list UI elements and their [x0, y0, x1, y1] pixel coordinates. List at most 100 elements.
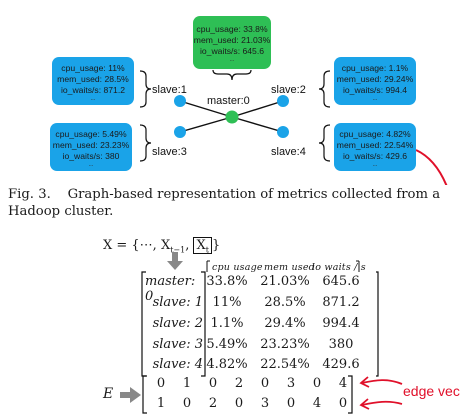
col-header-io: io waits / s — [312, 262, 366, 273]
cell: 28.5% — [264, 295, 306, 310]
slave1-cpu: cpu_usage: 11% — [61, 63, 125, 73]
slave3-ellipsis: ... — [88, 162, 94, 168]
master-metrics-box: cpu_usage: 33.8% mem_used: 21.03% io_wai… — [193, 16, 271, 69]
red-annotation-arrows — [359, 376, 403, 410]
col-header-mem: mem used — [264, 262, 315, 273]
edge-cell: 0 — [286, 396, 296, 411]
edge-cell: 0 — [182, 396, 192, 411]
row-label-slave2: slave: 2 — [152, 316, 203, 331]
slave4-mem: mem_used: 22.54% — [336, 140, 414, 150]
edge-cell: 0 — [312, 376, 322, 391]
edge-matrix-row-1: 0 1 0 2 0 3 0 4 — [150, 376, 360, 394]
edge-master-slave2 — [231, 100, 284, 118]
cell: 11% — [212, 295, 242, 310]
master-label: master:0 — [207, 95, 250, 107]
slave1-label: slave:1 — [152, 84, 187, 96]
equation-x-mid: , — [185, 238, 194, 253]
slave2-metrics-box: cpu_usage: 1.1% mem_used: 29.24% io_wait… — [334, 57, 416, 105]
matrix-row: slave: 1 11% 28.5% 871.2 — [145, 295, 385, 315]
equation-x-boxed: Xt — [193, 237, 212, 255]
brace-slave4 — [318, 124, 331, 162]
col-header-bracket — [206, 260, 360, 272]
edge-master-slave4 — [231, 116, 284, 133]
edge-master-slave1 — [179, 100, 233, 118]
edge-matrix-symbol: E — [103, 386, 114, 402]
slave4-io: io_waits/s: 429.6 — [342, 151, 407, 161]
cell: 33.8% — [206, 274, 248, 289]
matrix-row: master: 0 33.8% 21.03% 645.6 — [145, 274, 385, 304]
matrix-row: slave: 4 4.82% 22.54% 429.6 — [145, 357, 385, 377]
cell: 21.03% — [260, 274, 310, 289]
slave2-ellipsis: ... — [372, 96, 378, 102]
edge-cell: 0 — [156, 376, 166, 391]
brace-slave2 — [318, 70, 331, 108]
equation-x-lhs: X = {⋯, X — [103, 238, 171, 253]
row-label-slave4: slave: 4 — [152, 357, 203, 372]
master-io: io_waits/s: 645.6 — [199, 46, 264, 56]
figure-caption: Fig. 3. Graph-based representation of me… — [8, 186, 470, 220]
edge-cell: 3 — [286, 376, 296, 391]
edge-cell: 2 — [234, 376, 244, 391]
master-cpu: cpu_usage: 33.8% — [196, 24, 268, 34]
row-label-slave3: slave: 3 — [152, 337, 203, 352]
slave4-ellipsis: ... — [372, 162, 378, 168]
edge-matrix-brackets — [142, 375, 353, 414]
caption-prefix: Fig. 3. — [8, 187, 51, 202]
edge-cell: 2 — [208, 396, 218, 411]
edge-cell: 0 — [234, 396, 244, 411]
slave1-metrics-box: cpu_usage: 11% mem_used: 28.5% io_waits/… — [52, 57, 134, 105]
cell: 871.2 — [322, 295, 360, 310]
cell: 5.49% — [206, 337, 248, 352]
edge-master-slave3 — [179, 116, 233, 133]
row-label-master: master: 0 — [145, 274, 196, 304]
graph-edges — [139, 69, 448, 185]
edge-cell: 1 — [156, 396, 166, 411]
brace-slave1 — [139, 70, 152, 108]
cell: 429.6 — [322, 357, 360, 372]
slave1-node — [174, 95, 186, 107]
slave4-cpu: cpu_usage: 4.82% — [339, 129, 411, 139]
slave3-node — [174, 126, 186, 138]
slave2-cpu: cpu_usage: 1.1% — [341, 63, 409, 73]
cell: 22.54% — [260, 357, 310, 372]
slave4-label: slave:4 — [271, 146, 306, 158]
col-header-cpu: cpu usage — [212, 262, 263, 273]
edge-cell: 3 — [260, 396, 270, 411]
caption-text: Graph-based representation of metrics co… — [8, 187, 441, 219]
row-label-slave1: slave: 1 — [152, 295, 203, 310]
equation-x-sub1: t−1 — [170, 245, 186, 255]
matrix-row: slave: 3 5.49% 23.23% 380 — [145, 337, 385, 357]
slave2-node — [277, 95, 289, 107]
cell: 29.4% — [264, 316, 306, 331]
slave3-label: slave:3 — [152, 146, 187, 158]
cell: 994.4 — [322, 316, 360, 331]
master-ellipsis: ... — [229, 57, 235, 63]
cell: 4.82% — [206, 357, 248, 372]
cell: 380 — [328, 337, 354, 352]
cell: 645.6 — [322, 274, 360, 289]
equation-x: X = {⋯, Xt−1, Xt} — [103, 237, 221, 255]
equation-x-close: } — [211, 238, 221, 253]
slave1-io: io_waits/s: 871.2 — [60, 85, 125, 95]
slave3-metrics-box: cpu_usage: 5.49% mem_used: 23.23% io_wai… — [50, 123, 132, 171]
slave3-cpu: cpu_usage: 5.49% — [55, 129, 127, 139]
cell: 23.23% — [260, 337, 310, 352]
brace-master — [212, 69, 252, 81]
slave4-metrics-box: cpu_usage: 4.82% mem_used: 22.54% io_wai… — [334, 123, 416, 171]
slave1-mem: mem_used: 28.5% — [57, 74, 129, 84]
edge-cell: 0 — [338, 396, 348, 411]
slave4-node — [277, 126, 289, 138]
slave2-mem: mem_used: 29.24% — [336, 74, 414, 84]
edge-matrix-row-2: 1 0 2 0 3 0 4 0 — [150, 396, 360, 414]
slave2-label: slave:2 — [271, 84, 306, 96]
edge-cell: 4 — [312, 396, 322, 411]
slave1-ellipsis: ... — [90, 96, 96, 102]
slave3-io: io_waits/s: 380 — [62, 151, 120, 161]
slave3-mem: mem_used: 23.23% — [52, 140, 130, 150]
brace-slave3 — [139, 124, 152, 162]
slave2-io: io_waits/s: 994.4 — [342, 85, 407, 95]
right-arrow-icon — [120, 387, 141, 403]
cell: 1.1% — [210, 316, 244, 331]
master-node — [225, 110, 239, 124]
edge-cell: 0 — [260, 376, 270, 391]
